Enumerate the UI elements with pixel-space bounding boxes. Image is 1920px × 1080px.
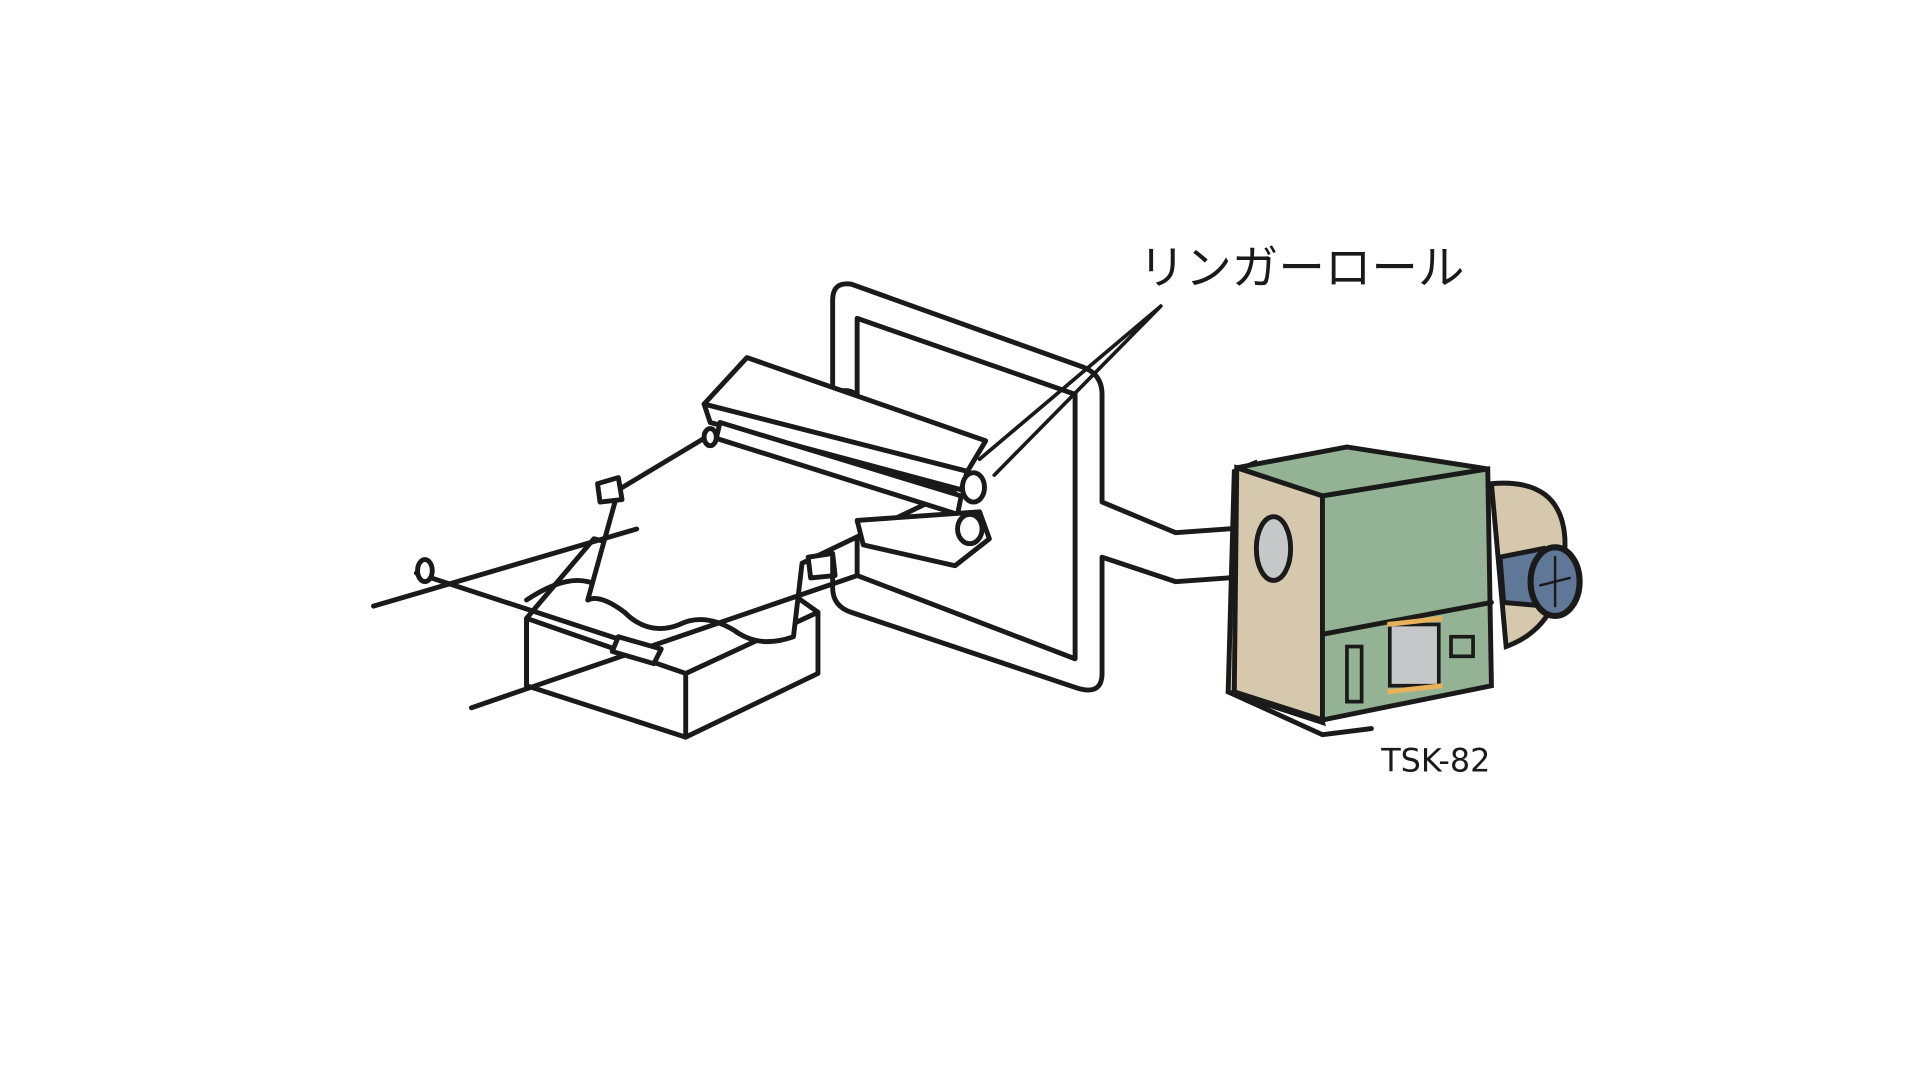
wringer-rolls[interactable] [701, 355, 992, 569]
callout-label: リンガーロール [1139, 241, 1465, 295]
model-label: TSK-82 [1380, 741, 1490, 779]
callout: リンガーロール [977, 241, 1465, 477]
collector-unit-tsk82: TSK-82 [1225, 444, 1583, 779]
